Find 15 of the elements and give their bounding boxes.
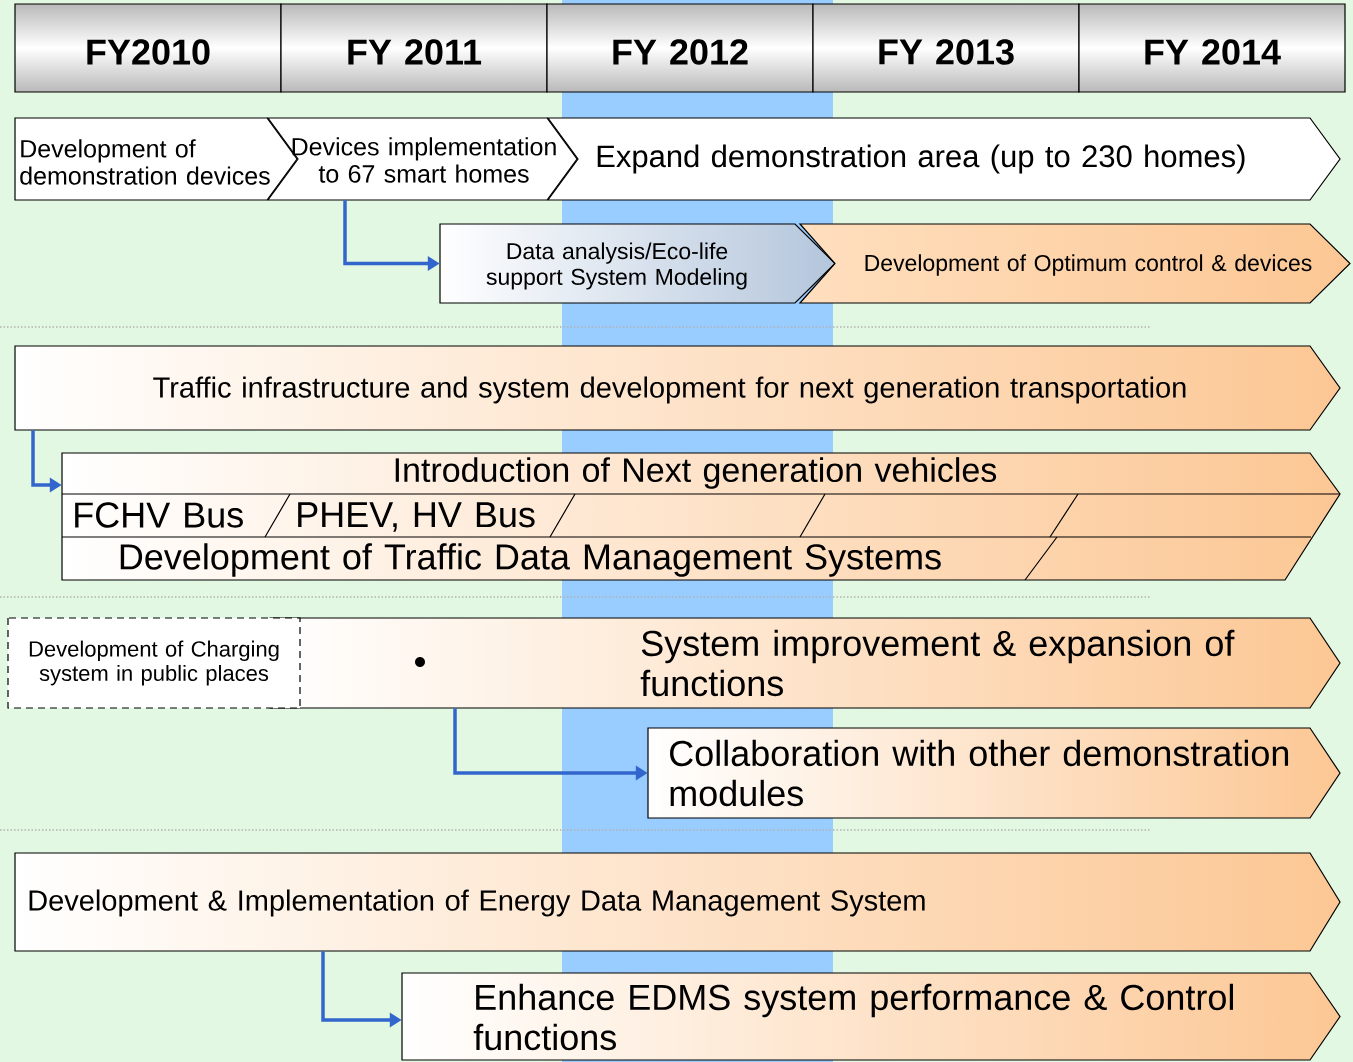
phase-band: Traffic infrastructure and system development for next generation transportation (14, 345, 1341, 431)
year-header: FY2010 (14, 3, 282, 93)
dashed-box: Development of Charging system in public places (7, 617, 301, 709)
phase-band: Data analysis/Eco-life support System Modeling (439, 223, 836, 304)
year-header: FY 2011 (280, 3, 548, 93)
phase-band: Development & Implementation of Energy Data Management System (14, 852, 1341, 952)
phase-band: Development of Optimum control & devices (798, 223, 1351, 304)
phase-band: Enhance EDMS system performance & Control functions (401, 972, 1341, 1061)
year-header: FY 2014 (1078, 3, 1346, 93)
year-header: FY 2012 (546, 3, 814, 93)
row-label: PHEV, HV Bus (298, 502, 535, 532)
phase-band: Collaboration with other demonstration modules (647, 727, 1341, 819)
year-header: FY 2013 (812, 3, 1080, 93)
row-label: Development of Traffic Data Management Systems (120, 543, 941, 577)
row-label: FCHV Bus (75, 502, 243, 528)
